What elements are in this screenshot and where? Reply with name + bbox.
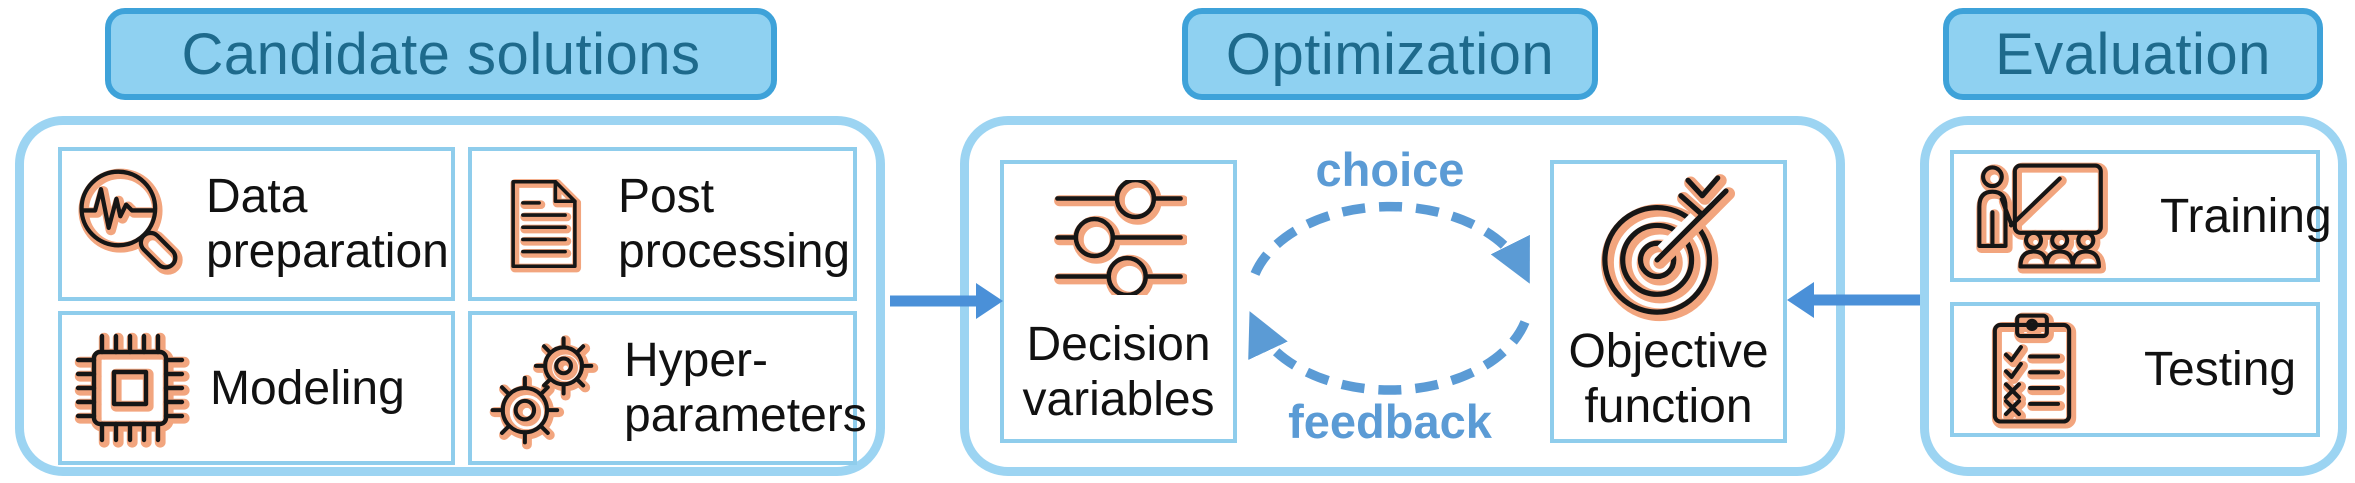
sliders-icon — [1051, 180, 1187, 295]
clipboard-checklist-icon — [1980, 310, 2084, 429]
item-training: Training — [1950, 150, 2332, 282]
item-label: Hyper-parameters — [624, 334, 867, 442]
item-label: Modeling — [210, 361, 405, 415]
gears-icon — [488, 325, 606, 451]
item-hyper-parameters: Hyper-parameters — [468, 311, 867, 465]
document-icon — [492, 160, 596, 288]
header-candidate-solutions-label: Candidate solutions — [181, 21, 701, 87]
item-label: Training — [2160, 189, 2332, 243]
magnifier-waveform-icon — [68, 162, 192, 286]
chip-icon — [66, 323, 194, 453]
target-icon — [1593, 172, 1745, 324]
header-evaluation-label: Evaluation — [1995, 21, 2271, 87]
presenter-icon — [1970, 156, 2112, 276]
cycle-choice-label: choice — [1315, 143, 1465, 196]
item-label: Testing — [2144, 343, 2297, 396]
header-candidate-solutions: Candidate solutions — [105, 8, 777, 100]
header-evaluation: Evaluation — [1943, 8, 2323, 100]
item-modeling: Modeling — [58, 311, 455, 465]
header-optimization: Optimization — [1182, 8, 1598, 100]
header-optimization-label: Optimization — [1225, 21, 1555, 87]
item-testing: Testing — [1950, 302, 2320, 437]
cycle-feedback-label: feedback — [1288, 395, 1492, 448]
